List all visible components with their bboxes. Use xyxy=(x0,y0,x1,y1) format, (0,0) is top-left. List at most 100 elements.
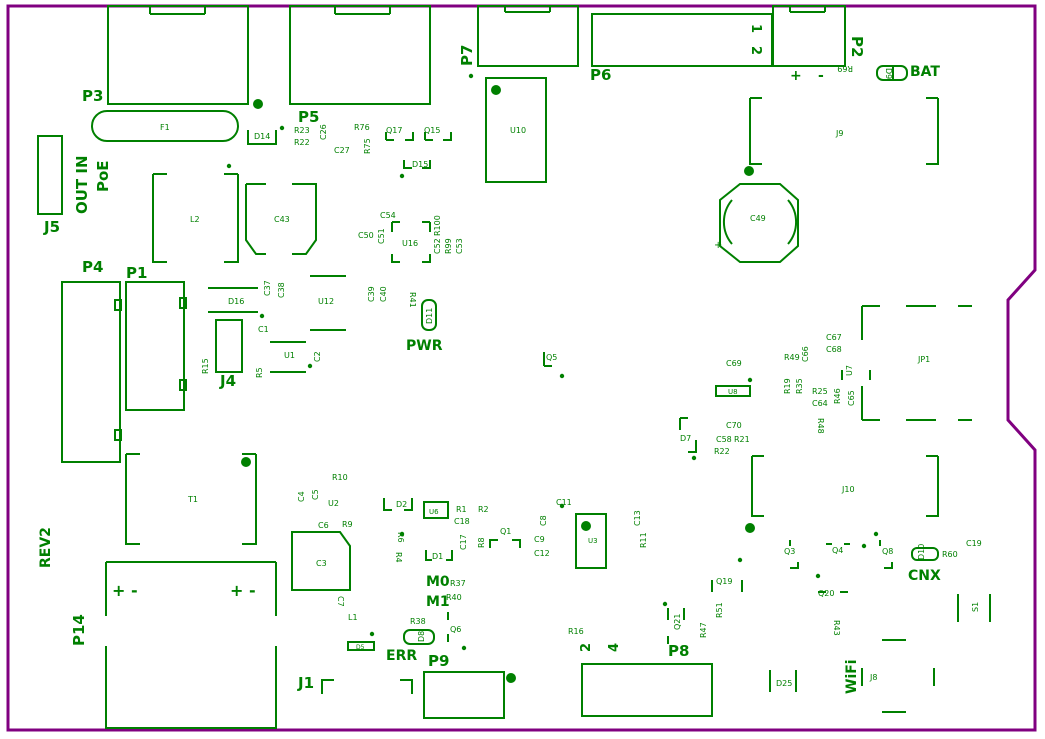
ref-r16: R16 xyxy=(568,627,584,636)
pin-markers xyxy=(226,73,879,683)
connector-j4 xyxy=(215,319,243,373)
label-p6: P6 xyxy=(590,66,611,84)
ref-c17: C17 xyxy=(459,534,468,550)
ref-r21: R21 xyxy=(734,435,750,444)
label-rev2: REV2 xyxy=(38,527,54,568)
ref-q21: Q21 xyxy=(673,614,682,630)
ref-r38: R38 xyxy=(410,617,426,626)
ref-r2: R2 xyxy=(478,505,489,514)
connector-j9 xyxy=(749,97,939,165)
ref-r8: R8 xyxy=(477,537,486,548)
ref-r1: R1 xyxy=(456,505,467,514)
connector-p3 xyxy=(107,5,249,105)
connector-j5 xyxy=(37,135,63,215)
connector-p7 xyxy=(477,5,579,67)
ref-q15: Q15 xyxy=(424,126,440,135)
ref-q6: Q6 xyxy=(450,625,461,634)
ref-c65: C65 xyxy=(847,390,856,406)
label-p8: P8 xyxy=(668,642,689,660)
ref-r6: R6 xyxy=(396,532,405,543)
ref-j8: J8 xyxy=(869,673,877,682)
ref-c49-plus: + xyxy=(714,240,722,251)
ref-c51: C51 xyxy=(377,228,386,244)
ref-c66: C66 xyxy=(801,346,810,362)
ref-r69: R69 xyxy=(837,64,853,73)
ref-c64: C64 xyxy=(812,399,828,408)
connector-p8 xyxy=(581,663,713,717)
chip-u3 xyxy=(575,513,607,569)
label-p6-pin1: 1 xyxy=(748,24,763,33)
ref-c8: C8 xyxy=(539,515,548,526)
ref-r22b: R22 xyxy=(714,447,730,456)
ref-l1: L1 xyxy=(348,613,358,622)
ref-r76: R76 xyxy=(354,123,370,132)
ref-r46: R46 xyxy=(833,388,842,404)
ref-c69: C69 xyxy=(726,359,742,368)
label-pwr: PWR xyxy=(406,338,443,354)
ref-d7: D7 xyxy=(680,434,691,443)
ref-u2: U2 xyxy=(328,499,339,508)
ref-c27: C27 xyxy=(334,146,350,155)
label-p3: P3 xyxy=(82,87,103,105)
connector-j10 xyxy=(751,455,939,517)
label-p2-plus: + xyxy=(790,68,802,84)
ref-r49: R49 xyxy=(784,353,800,362)
chip-u10 xyxy=(485,77,547,183)
ref-r25: R25 xyxy=(812,387,828,396)
ref-c5: C5 xyxy=(311,489,320,500)
ref-u16: U16 xyxy=(402,239,418,248)
ref-q20: Q20 xyxy=(818,589,834,598)
ref-c52: C52 xyxy=(433,238,442,254)
label-j1: J1 xyxy=(297,674,314,692)
ref-c54: C54 xyxy=(380,211,396,220)
label-j5: J5 xyxy=(43,218,60,236)
ref-c67: C67 xyxy=(826,333,842,342)
ref-r11: R11 xyxy=(639,532,648,548)
transformer-t1 xyxy=(125,453,257,545)
label-p2: P2 xyxy=(848,36,866,57)
ref-d2: D2 xyxy=(396,500,407,509)
ref-c70: C70 xyxy=(726,421,742,430)
ref-c7: C7 xyxy=(336,596,345,607)
label-out-in: OUT IN xyxy=(73,155,91,214)
ref-c43: C43 xyxy=(274,215,290,224)
ref-r47: R47 xyxy=(699,622,708,638)
label-j4: J4 xyxy=(219,372,236,390)
ref-u8: U8 xyxy=(728,388,738,396)
label-p8-pin4: 4 xyxy=(607,643,622,652)
ref-r43: R43 xyxy=(832,620,841,636)
ref-r48: R48 xyxy=(816,418,825,434)
ref-d8: D8 xyxy=(417,631,426,642)
ref-d25: D25 xyxy=(776,679,792,688)
label-p14: P14 xyxy=(70,614,88,646)
ref-c9: C9 xyxy=(534,535,545,544)
ref-c49: C49 xyxy=(750,214,766,223)
ref-q4: Q4 xyxy=(832,546,843,555)
ref-c37: C37 xyxy=(263,280,272,296)
ref-c1: C1 xyxy=(258,325,269,334)
connector-p4 xyxy=(61,281,121,463)
ref-c40: C40 xyxy=(379,286,388,302)
ref-c13: C13 xyxy=(633,510,642,526)
ref-jp1: JP1 xyxy=(917,355,930,364)
capacitor-c43 xyxy=(245,183,317,255)
connector-p2 xyxy=(772,5,846,67)
ref-q1: Q1 xyxy=(500,527,511,536)
ref-u6: U6 xyxy=(429,508,439,516)
label-bat: BAT xyxy=(910,64,940,80)
ref-c53: C53 xyxy=(455,238,464,254)
ref-d11: D11 xyxy=(425,308,434,324)
ref-q17: Q17 xyxy=(386,126,402,135)
label-p14-pm1: + - xyxy=(112,581,138,600)
label-p5: P5 xyxy=(298,108,319,126)
ref-u7: U7 xyxy=(845,365,854,376)
ref-r60: R60 xyxy=(942,550,958,559)
label-p2-minus: - xyxy=(818,68,824,84)
connector-p5 xyxy=(289,5,431,105)
ref-r35: R35 xyxy=(795,378,804,394)
ref-d9: D9 xyxy=(884,68,893,79)
label-m0: M0 xyxy=(426,574,450,590)
ref-d15: D15 xyxy=(412,160,428,169)
connector-j1 xyxy=(321,679,413,694)
ref-c6: C6 xyxy=(318,521,329,530)
